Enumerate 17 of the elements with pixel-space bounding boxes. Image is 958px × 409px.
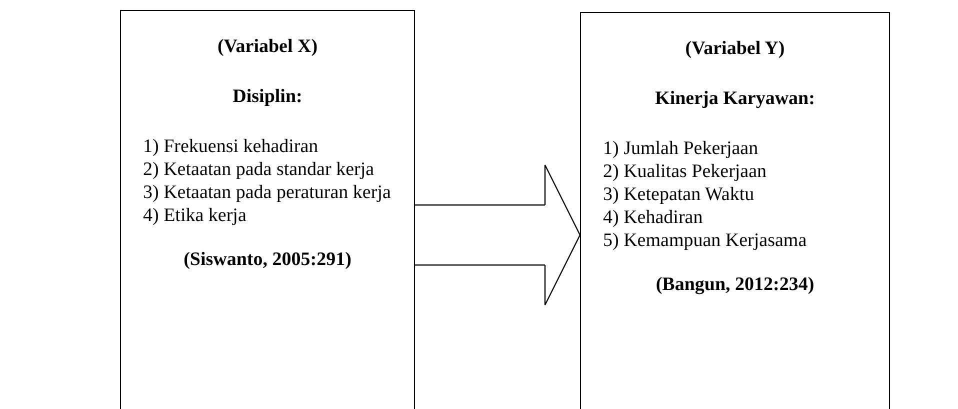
indicator-item: 2) Kualitas Pekerjaan xyxy=(602,160,768,183)
variable-box xyxy=(580,12,890,409)
variable-title: Disiplin: xyxy=(232,85,304,108)
indicator-item: 4) Etika kerja xyxy=(142,204,248,227)
indicator-item: 1) Frekuensi kehadiran xyxy=(142,135,320,158)
indicator-item: 2) Ketaatan pada standar kerja xyxy=(142,158,376,181)
variable-title: Kinerja Karyawan: xyxy=(654,87,816,110)
citation: (Siswanto, 2005:291) xyxy=(182,248,352,271)
indicator-item: 3) Ketepatan Waktu xyxy=(602,183,756,206)
variable-heading: (Variabel X) xyxy=(216,35,319,58)
indicator-item: 4) Kehadiran xyxy=(602,206,704,229)
indicator-item: 3) Ketaatan pada peraturan kerja xyxy=(142,181,392,204)
citation: (Bangun, 2012:234) xyxy=(654,273,816,296)
variable-box xyxy=(120,10,415,409)
indicator-item: 1) Jumlah Pekerjaan xyxy=(602,137,760,160)
variable-heading: (Variabel Y) xyxy=(684,37,786,60)
indicator-item: 5) Kemampuan Kerjasama xyxy=(602,229,808,252)
